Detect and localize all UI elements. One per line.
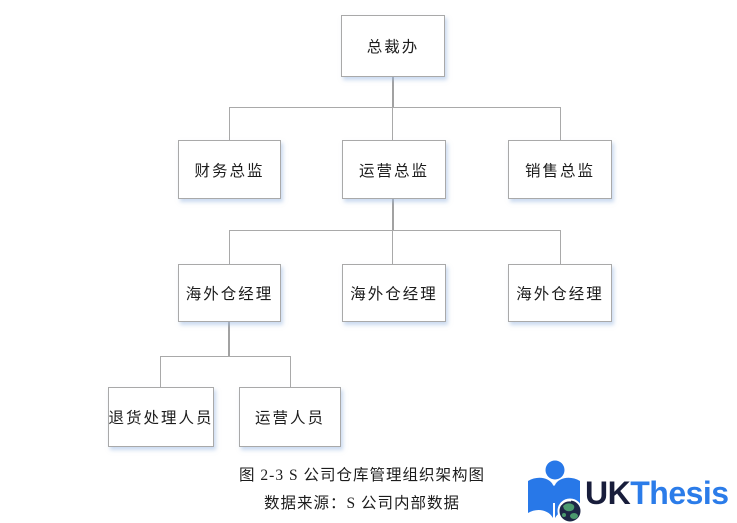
book-reader-globe-icon — [528, 460, 582, 523]
connector-line — [392, 77, 394, 107]
connector-line — [290, 356, 291, 387]
org-node-overseas-warehouse-manager-1: 海外仓经理 — [178, 264, 281, 322]
connector-line — [560, 107, 561, 140]
connector-line — [160, 356, 291, 357]
org-node-sales-director: 销售总监 — [508, 140, 612, 199]
logo-wordmark: UKThesis — [585, 477, 729, 509]
connector-line — [392, 107, 393, 140]
org-node-ceo-office: 总裁办 — [341, 15, 445, 77]
connector-line — [229, 230, 230, 264]
connector-line — [229, 230, 561, 231]
org-node-returns-handling-staff: 退货处理人员 — [108, 387, 214, 447]
ukthesis-logo: UKThesis — [526, 455, 732, 523]
org-node-operations-staff: 运营人员 — [239, 387, 341, 447]
org-node-overseas-warehouse-manager-2: 海外仓经理 — [342, 264, 446, 322]
logo-text-uk: UK — [585, 475, 631, 511]
figure-caption: 图 2-3 S 公司仓库管理组织架构图 — [239, 467, 485, 484]
org-node-overseas-warehouse-manager-3: 海外仓经理 — [508, 264, 612, 322]
connector-line — [392, 230, 393, 264]
connector-line — [160, 356, 161, 387]
connector-line — [560, 230, 561, 264]
connector-line — [392, 199, 394, 230]
connector-line — [229, 107, 561, 108]
org-node-operations-director: 运营总监 — [342, 140, 446, 199]
connector-line — [228, 322, 230, 356]
connector-line — [229, 107, 230, 140]
org-node-finance-director: 财务总监 — [178, 140, 281, 199]
logo-text-thesis: Thesis — [630, 475, 729, 511]
figure-source-caption: 数据来源：S 公司内部数据 — [264, 495, 460, 512]
